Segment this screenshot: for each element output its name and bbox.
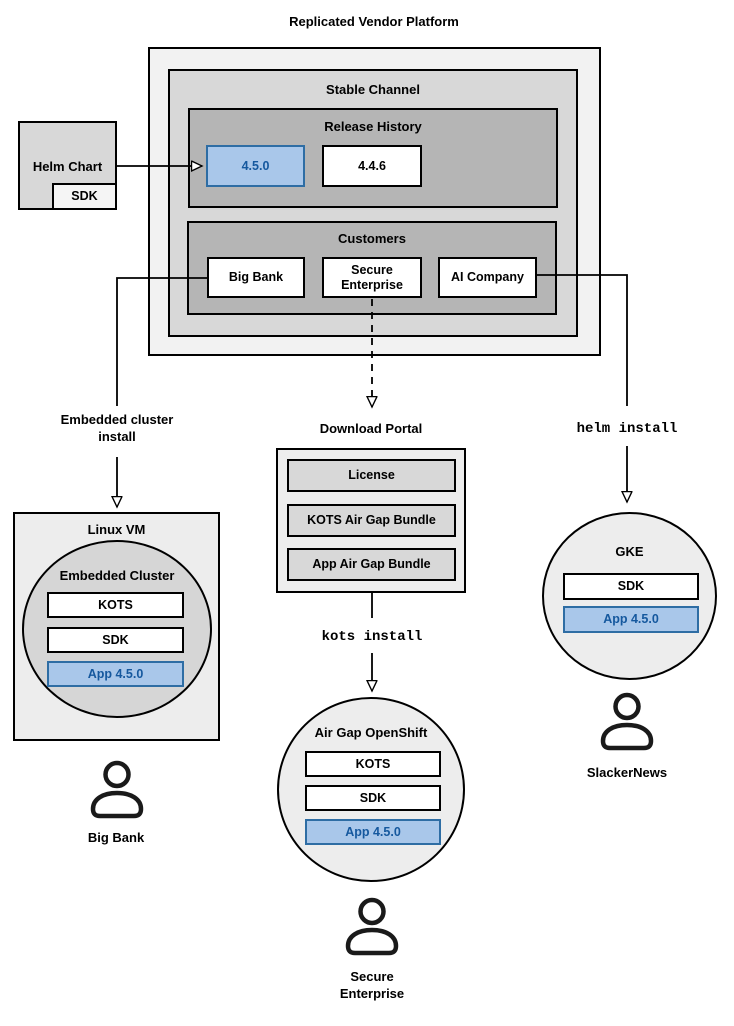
component-app: App 4.5.0 (563, 606, 699, 633)
component-app: App 4.5.0 (47, 661, 184, 687)
release-4-5-0: 4.5.0 (206, 145, 305, 187)
user-label-secure-enterprise: Secure Enterprise (339, 969, 405, 1001)
customer-secure-enterprise: Secure Enterprise (322, 257, 422, 298)
portal-item-kots-bundle: KOTS Air Gap Bundle (287, 504, 456, 537)
user-icon (344, 897, 400, 962)
user-label-slackernews: SlackerNews (586, 765, 668, 780)
airgap-openshift-circle: Air Gap OpenShift KOTS SDK App 4.5.0 (277, 697, 465, 882)
customer-ai-company: AI Company (438, 257, 537, 298)
user-icon (89, 760, 145, 825)
kots-install-label: kots install (321, 629, 423, 645)
download-portal-box: License KOTS Air Gap Bundle App Air Gap … (276, 448, 466, 593)
component-app: App 4.5.0 (305, 819, 441, 845)
embedded-cluster-label: Embedded Cluster (59, 568, 175, 583)
helm-chart-box: Helm Chart SDK (18, 121, 117, 210)
component-sdk: SDK (305, 785, 441, 811)
linux-vm-label: Linux VM (87, 522, 146, 537)
component-sdk: SDK (47, 627, 184, 653)
linux-vm-box: Linux VM Embedded Cluster KOTS SDK App 4… (13, 512, 220, 741)
component-kots: KOTS (47, 592, 184, 618)
embedded-cluster-circle: Embedded Cluster KOTS SDK App 4.5.0 (22, 540, 212, 718)
component-sdk: SDK (563, 573, 699, 600)
helm-install-label: helm install (576, 421, 678, 437)
diagram-title: Replicated Vendor Platform (289, 14, 459, 29)
release-history-label: Release History (324, 119, 422, 134)
user-label-big-bank: Big Bank (87, 830, 145, 845)
helm-chart-sdk: SDK (52, 183, 117, 210)
release-4-4-6: 4.4.6 (322, 145, 422, 187)
user-icon (599, 692, 655, 757)
gke-circle: GKE SDK App 4.5.0 (542, 512, 717, 680)
gke-label: GKE (615, 544, 644, 559)
download-portal-label: Download Portal (319, 421, 423, 436)
helm-chart-label: Helm Chart (32, 159, 103, 174)
stable-channel-label: Stable Channel (326, 82, 420, 97)
airgap-openshift-label: Air Gap OpenShift (314, 725, 428, 740)
component-kots: KOTS (305, 751, 441, 777)
embedded-install-label: Embedded cluster install (60, 412, 174, 444)
customer-big-bank: Big Bank (207, 257, 305, 298)
portal-item-app-bundle: App Air Gap Bundle (287, 548, 456, 581)
customers-label: Customers (338, 231, 406, 246)
portal-item-license: License (287, 459, 456, 492)
